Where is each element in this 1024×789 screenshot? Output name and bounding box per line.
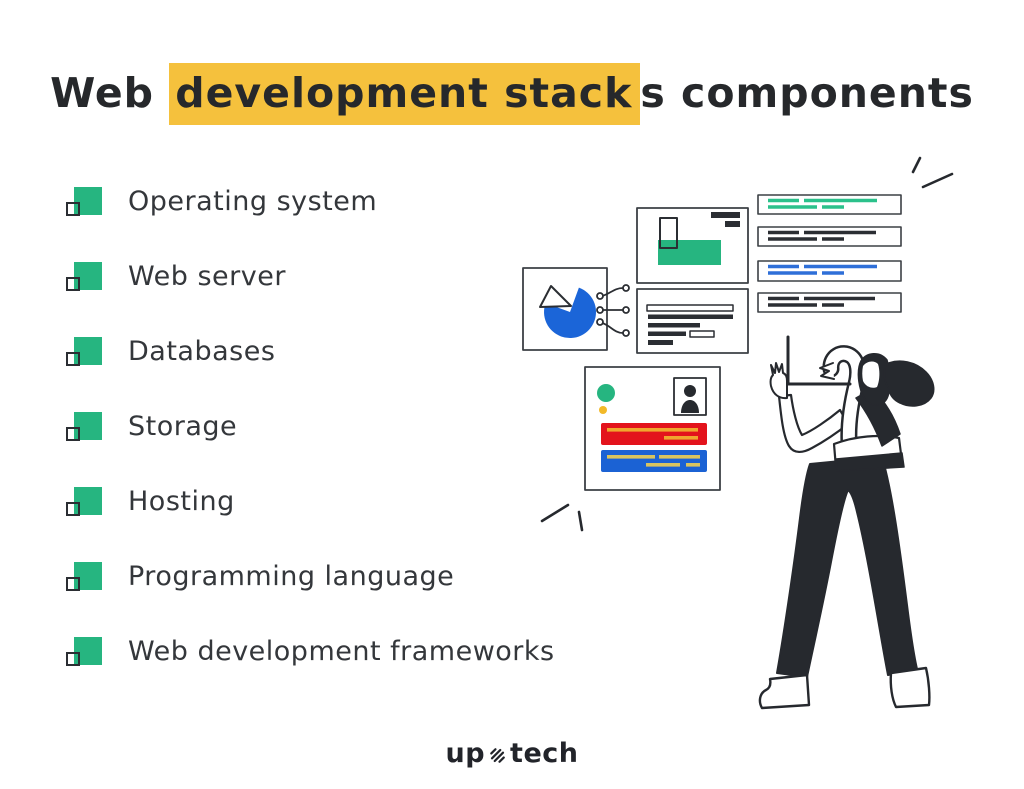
list-item-label: Operating system [128,185,378,217]
green-dot-icon [597,384,615,402]
analytics-card [636,207,749,284]
logo-text-tech: tech [510,738,579,769]
outlined-column-icon [659,217,678,249]
green-square-bullet-icon [62,261,102,292]
green-square-bullet-icon [62,336,102,367]
list-item-storage: Storage [62,410,555,442]
green-square-bullet-icon [62,561,102,592]
web-ui-illustration [522,156,954,710]
green-square-bullet-icon [62,186,102,217]
red-button [601,423,707,445]
list-item-label: Hosting [128,485,235,517]
pie-slice-outline-icon [539,285,572,308]
avatar-icon [673,377,707,416]
mini-bar-icon [725,221,740,227]
title-part-before: Web [50,69,170,118]
uptech-logo-mark-icon [490,748,505,763]
laptop-icon [786,335,852,386]
pie-chart-icon [544,287,597,339]
green-block [658,240,721,265]
list-item-operating-system: Operating system [62,185,555,217]
list-row-blue [757,260,902,282]
sparkle-lines-icon [911,156,954,189]
stack-components-list: Operating system Web server Databases St… [62,186,555,711]
list-row-green [757,194,902,215]
list-item-label: Databases [128,335,276,367]
title-highlighted-text: development stack [169,63,641,126]
list-item-label: Web server [128,260,286,292]
profile-card [584,366,721,491]
list-item-databases: Databases [62,335,555,367]
list-row-dark-1 [757,226,902,247]
list-item-label: Web development frameworks [128,635,555,667]
list-row-dark-2 [757,292,902,313]
title-part-after: s components [640,69,974,118]
uptech-logo: up tech [0,738,1024,769]
list-item-hosting: Hosting [62,485,555,517]
list-item-web-server: Web server [62,260,555,292]
list-item-label: Programming language [128,560,455,592]
sparkle-lines-icon [540,503,584,532]
green-square-bullet-icon [62,486,102,517]
goose-beak-icon [819,362,835,380]
green-square-bullet-icon [62,636,102,667]
list-item-programming-language: Programming language [62,560,555,592]
list-rows-card [757,194,902,313]
green-square-bullet-icon [62,411,102,442]
blue-button [601,450,707,472]
pie-chart-card [522,267,608,351]
text-lines-card [636,288,749,354]
connector-links [596,284,630,337]
list-item-label: Storage [128,410,238,442]
person-with-laptop-illustration [758,335,935,710]
yellow-dot-icon [599,406,607,414]
list-item-web-development-frameworks: Web development frameworks [62,635,555,667]
mini-bar-icon [711,212,740,218]
logo-text-up: up [445,738,486,769]
